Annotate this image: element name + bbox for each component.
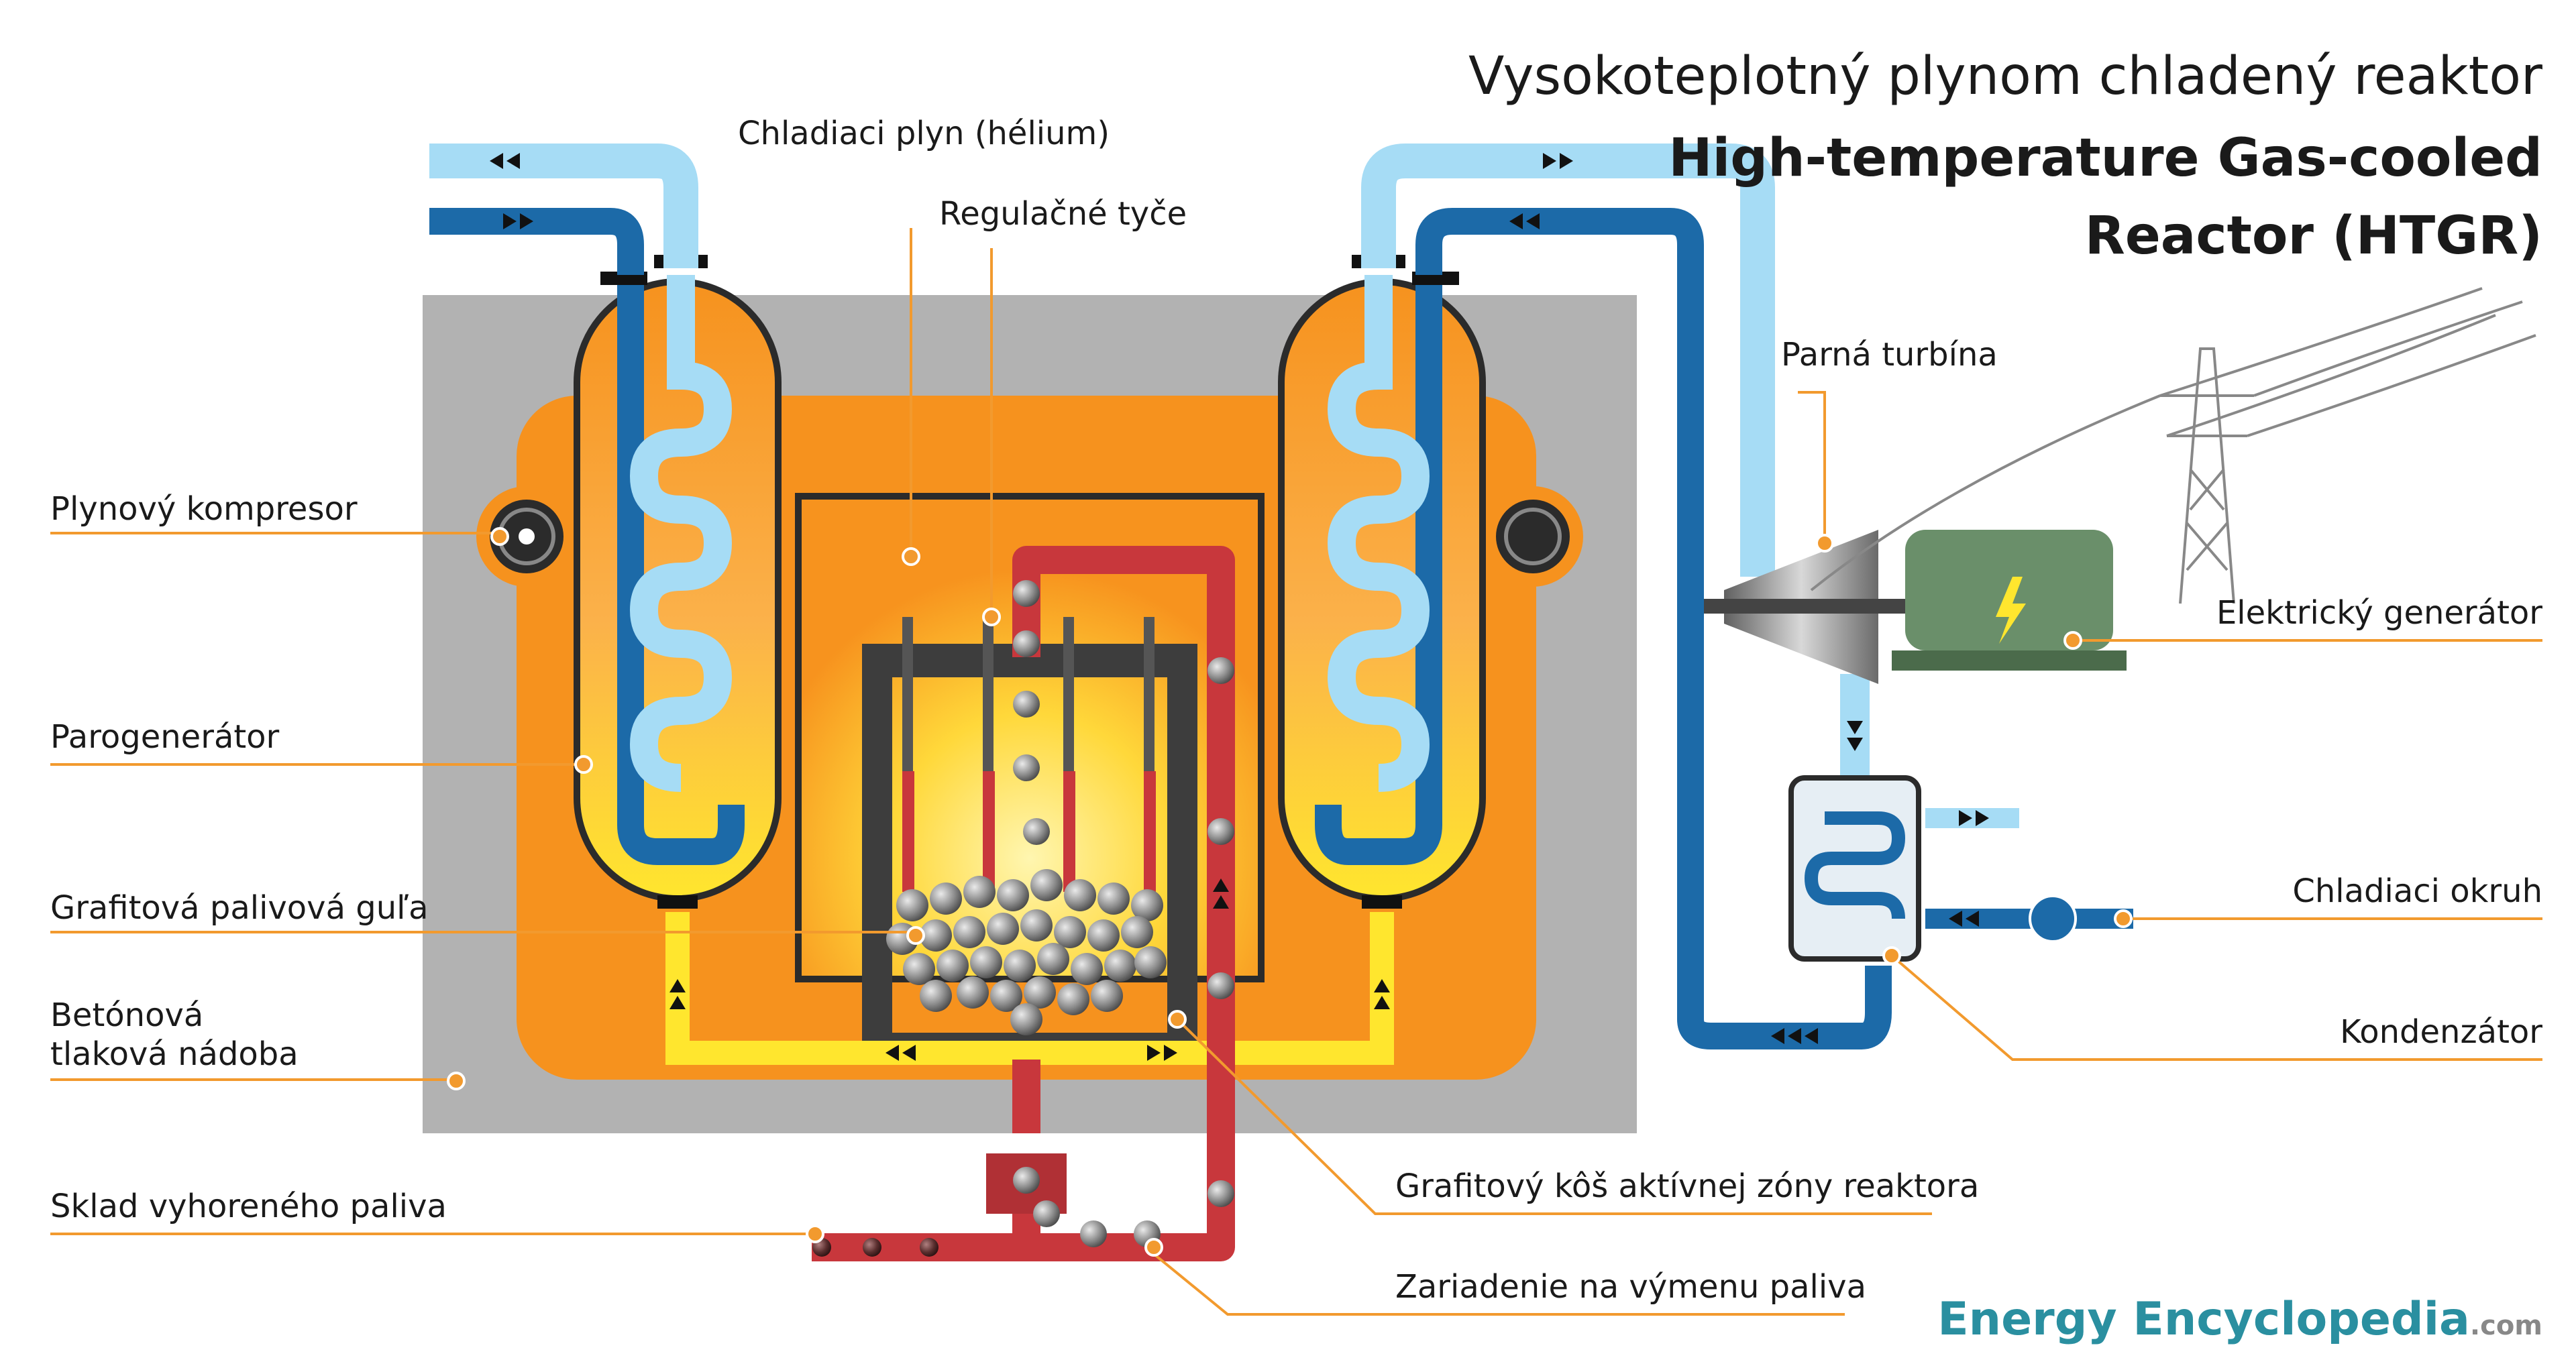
leader-lines xyxy=(50,228,2542,1316)
label-coolant-gas: Chladiaci plyn (hélium) xyxy=(738,115,1110,152)
label-steam-turbine: Parná turbína xyxy=(1781,336,1998,374)
steam-turbine xyxy=(1704,530,1905,684)
leader-dots xyxy=(447,527,2133,1257)
label-cooling-circuit: Chladiaci okruh xyxy=(2292,872,2542,910)
label-electric-generator: Elektrický generátor xyxy=(2216,594,2542,632)
electric-generator xyxy=(1892,530,2127,671)
label-graphite-core-basket: Grafitový kôš aktívnej zóny reaktora xyxy=(1395,1167,1979,1205)
label-fuel-handling: Zariadenie na výmenu paliva xyxy=(1395,1268,1866,1306)
steam-generator-left xyxy=(574,255,782,909)
label-control-rods: Regulačné tyče xyxy=(939,195,1187,233)
label-spent-fuel-storage: Sklad vyhoreného paliva xyxy=(50,1188,447,1225)
steam-generator-right xyxy=(1278,255,1486,909)
water-pipe-left xyxy=(429,208,644,275)
title-line-3: Reactor (HTGR) xyxy=(2085,206,2542,266)
cooling-pump xyxy=(2029,895,2077,943)
lightning-icon xyxy=(1996,577,2026,644)
brand-suffix: .com xyxy=(2470,1310,2542,1341)
title-line-2: High-temperature Gas-cooled xyxy=(1668,128,2542,188)
transmission-tower-icon xyxy=(1810,287,2536,604)
fuel-pebbles-loop xyxy=(812,580,1234,1257)
pebble-bed xyxy=(886,869,1167,1035)
control-rods xyxy=(902,617,1156,892)
label-pressure-vessel-1: Betónová xyxy=(50,996,203,1034)
brand-logo: Energy Encyclopedia.com xyxy=(1937,1293,2542,1346)
flow-arrows xyxy=(490,153,1989,1061)
condenser xyxy=(1788,775,1921,962)
brand-part-1: Energy xyxy=(1937,1293,2117,1346)
compressor-right xyxy=(1496,500,1570,573)
label-pressure-vessel-2: tlaková nádoba xyxy=(50,1035,299,1073)
steam-pipe-left xyxy=(429,144,698,268)
label-steam-generator: Parogenerátor xyxy=(50,718,280,756)
brand-part-2: Encyclopedia xyxy=(2133,1293,2470,1346)
label-gas-compressor: Plynový kompresor xyxy=(50,490,358,528)
title-line-1: Vysokoteplotný plynom chladený reaktor xyxy=(1468,46,2543,107)
label-condenser: Kondenzátor xyxy=(2340,1013,2542,1051)
label-fuel-pebble: Grafitová palivová guľa xyxy=(50,889,429,927)
water-pipe-right xyxy=(1415,208,1892,1049)
